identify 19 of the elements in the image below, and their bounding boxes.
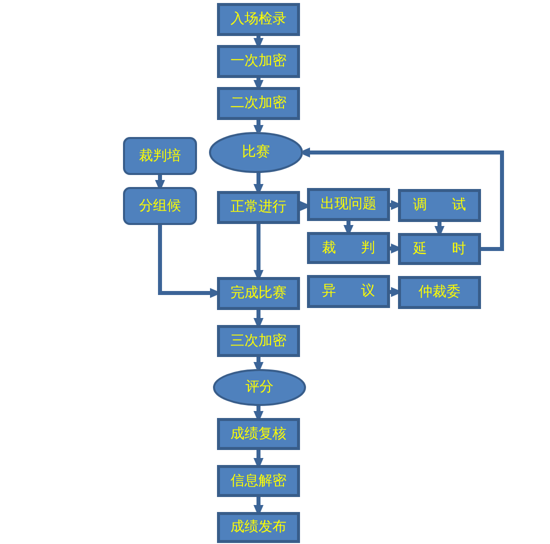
- process-box: 调 试: [398, 189, 481, 222]
- process-box: 一次加密: [217, 45, 300, 78]
- process-box: 异 议: [307, 275, 390, 308]
- rounded-box: 分组候: [123, 187, 197, 225]
- process-box: 出现问题: [307, 188, 390, 221]
- process-box: 完成比赛: [217, 277, 300, 310]
- process-box: 二次加密: [217, 87, 300, 120]
- process-box: 仲裁委: [398, 276, 481, 309]
- process-box: 延 时: [398, 233, 481, 265]
- process-box: 成绩发布: [217, 512, 300, 543]
- oval-node: 比赛: [209, 132, 303, 173]
- process-box: 成绩复核: [217, 418, 300, 450]
- process-box: 三次加密: [217, 325, 300, 357]
- oval-node: 评分: [213, 369, 306, 406]
- process-box: 正常进行: [217, 191, 300, 224]
- rounded-box: 裁判培: [123, 137, 197, 175]
- process-box: 信息解密: [217, 465, 300, 497]
- process-box: 入场检录: [217, 3, 300, 36]
- process-box: 裁 判: [307, 232, 390, 264]
